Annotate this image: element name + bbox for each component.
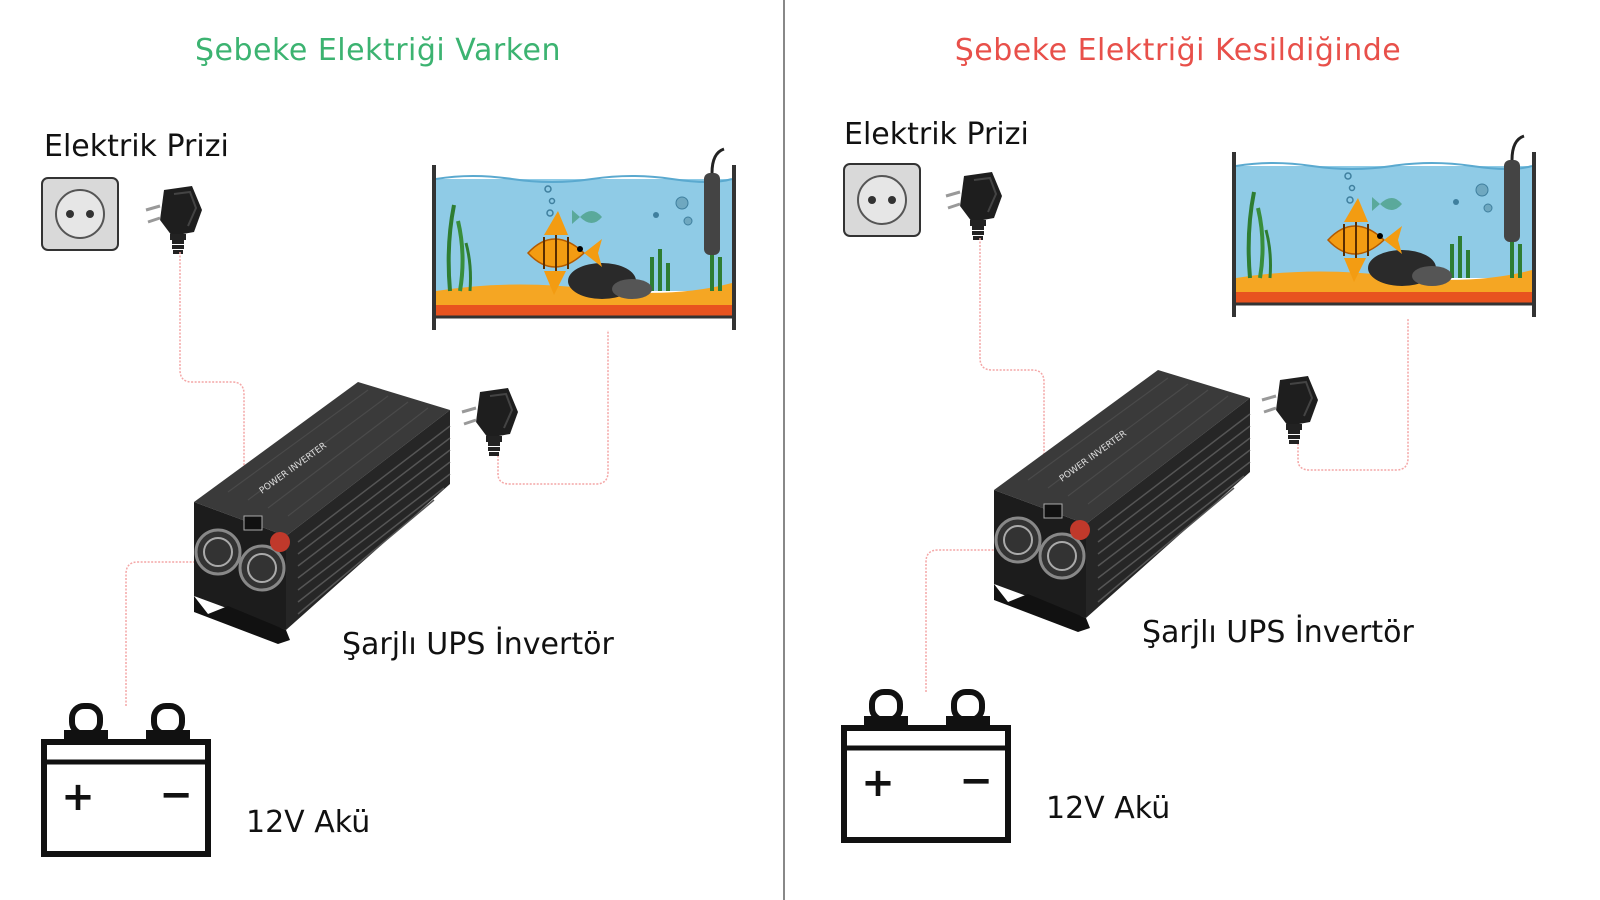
battery-plus-symbol: + (861, 760, 895, 806)
aquarium-wire (1297, 318, 1409, 471)
mains-plug-icon (944, 170, 1004, 242)
mains-wire (979, 238, 1045, 496)
ups-inverter-icon (992, 368, 1252, 634)
battery-wire (125, 561, 196, 706)
aquarium-icon (430, 147, 738, 332)
socket-label: Elektrik Prizi (44, 129, 229, 164)
battery-wire (925, 549, 996, 692)
battery-label: 12V Akü (1046, 791, 1170, 826)
wall-socket-icon (843, 163, 921, 237)
ups-inverter-icon (192, 380, 452, 646)
aquarium-wire (497, 330, 609, 485)
battery-minus-symbol: − (159, 772, 193, 818)
inverter-output-plug-icon (1260, 374, 1320, 446)
battery-plus-symbol: + (61, 774, 95, 820)
mains-wire (179, 252, 245, 510)
mains-plug-icon (144, 184, 204, 256)
panel-grid-outage: Şebeke Elektriği Kesildiğinde Elektrik P… (843, 33, 1538, 840)
aquarium-icon (1230, 134, 1538, 319)
socket-label: Elektrik Prizi (844, 117, 1029, 152)
wall-socket-icon (41, 177, 119, 251)
panel-title: Şebeke Elektriği Kesildiğinde (955, 33, 1401, 68)
inverter-label: Şarjlı UPS İnvertör (1142, 614, 1414, 650)
inverter-output-plug-icon (460, 386, 520, 458)
battery-minus-symbol: − (959, 758, 993, 804)
battery-label: 12V Akü (246, 805, 370, 840)
panel-title: Şebeke Elektriği Varken (195, 33, 561, 68)
panel-grid-available: Şebeke Elektriği Varken Elektrik Prizi Ş… (41, 33, 738, 854)
inverter-label: Şarjlı UPS İnvertör (342, 626, 614, 662)
